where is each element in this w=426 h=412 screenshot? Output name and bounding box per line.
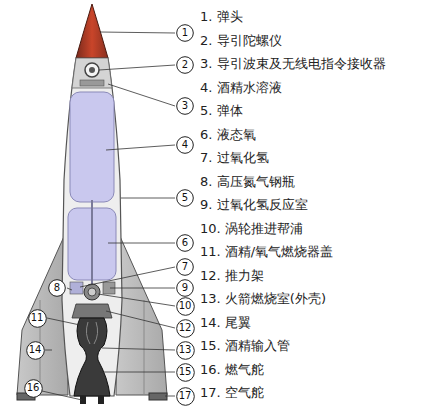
callout-number: 16 [24, 379, 43, 398]
part-label: 4. 酒精水溶液 [200, 80, 282, 96]
leader-lines [42, 32, 175, 400]
callout-circle: 16 [24, 379, 43, 398]
callout-circle: 13 [176, 341, 195, 360]
callout-circle: 17 [176, 387, 195, 406]
receiver [80, 80, 104, 86]
part-label: 11. 酒精/氧气燃烧器盖 [200, 244, 333, 260]
callout-number: 5 [176, 189, 194, 207]
air-rudder [149, 393, 167, 400]
callout-number: 10 [176, 297, 195, 316]
part-label: 5. 弹体 [200, 103, 243, 119]
callout-circle: 14 [26, 341, 45, 360]
part-label: 3. 导引波束及无线电指令接收器 [200, 56, 386, 72]
part-label: 16. 燃气舵 [200, 362, 264, 378]
part-label: 7. 过氧化氢 [200, 150, 269, 166]
rocket-body [62, 58, 122, 396]
callout-circle: 2 [176, 56, 194, 74]
alcohol-tank [70, 92, 114, 202]
part-label: 9. 过氧化氢反应室 [200, 197, 308, 213]
gyroscope [89, 67, 95, 73]
gyroscope [85, 63, 99, 77]
callout-circle: 6 [176, 234, 194, 252]
callout-number: 2 [176, 56, 194, 74]
callout-circle: 4 [176, 136, 194, 154]
callout-number: 12 [176, 319, 195, 338]
callout-number: 15 [176, 363, 195, 382]
feed-pipe [86, 322, 90, 344]
callout-number: 13 [176, 341, 195, 360]
peroxide-tank [70, 282, 83, 294]
callout-number: 14 [26, 341, 45, 360]
callout-number: 6 [176, 234, 194, 252]
part-label: 17. 空气舵 [200, 385, 264, 401]
part-label: 13. 火箭燃烧室(外壳) [200, 291, 326, 307]
feed-pipe [94, 322, 98, 344]
callout-number: 17 [176, 387, 195, 406]
callout-circle: 12 [176, 319, 195, 338]
turbopump [84, 284, 100, 300]
callout-circle: 15 [176, 363, 195, 382]
turbopump [88, 288, 96, 296]
callout-circle: 11 [28, 309, 47, 328]
callout-circle: 5 [176, 189, 194, 207]
combustion-chamber [74, 318, 110, 396]
fin [17, 232, 68, 395]
part-label: 10. 涡轮推进帮浦 [200, 221, 303, 237]
part-label: 2. 导引陀螺仪 [200, 33, 282, 49]
fin [116, 232, 167, 395]
callout-number: 3 [176, 97, 194, 115]
fin-line [144, 300, 145, 395]
part-label: 1. 弹头 [200, 9, 243, 25]
guidance-bay [72, 58, 112, 88]
jet-vane [98, 396, 104, 404]
callout-circle: 1 [176, 24, 194, 42]
callout-number: 8 [48, 279, 66, 297]
callout-circle: 9 [176, 279, 194, 297]
part-label: 15. 酒精输入管 [200, 338, 290, 354]
callout-circle: 7 [176, 258, 194, 276]
callout-number: 4 [176, 136, 194, 154]
callout-number: 1 [176, 24, 194, 42]
callout-number: 9 [176, 279, 194, 297]
part-label: 6. 液态氧 [200, 127, 256, 143]
callout-number: 7 [176, 258, 194, 276]
callout-number: 11 [28, 309, 47, 328]
callout-circle: 3 [176, 97, 194, 115]
warhead [76, 4, 108, 58]
callout-circle: 8 [48, 279, 66, 297]
part-label: 14. 尾翼 [200, 315, 251, 331]
callout-circle: 10 [176, 297, 195, 316]
part-label: 8. 高压氮气钢瓶 [200, 174, 295, 190]
part-label: 12. 推力架 [200, 268, 264, 284]
